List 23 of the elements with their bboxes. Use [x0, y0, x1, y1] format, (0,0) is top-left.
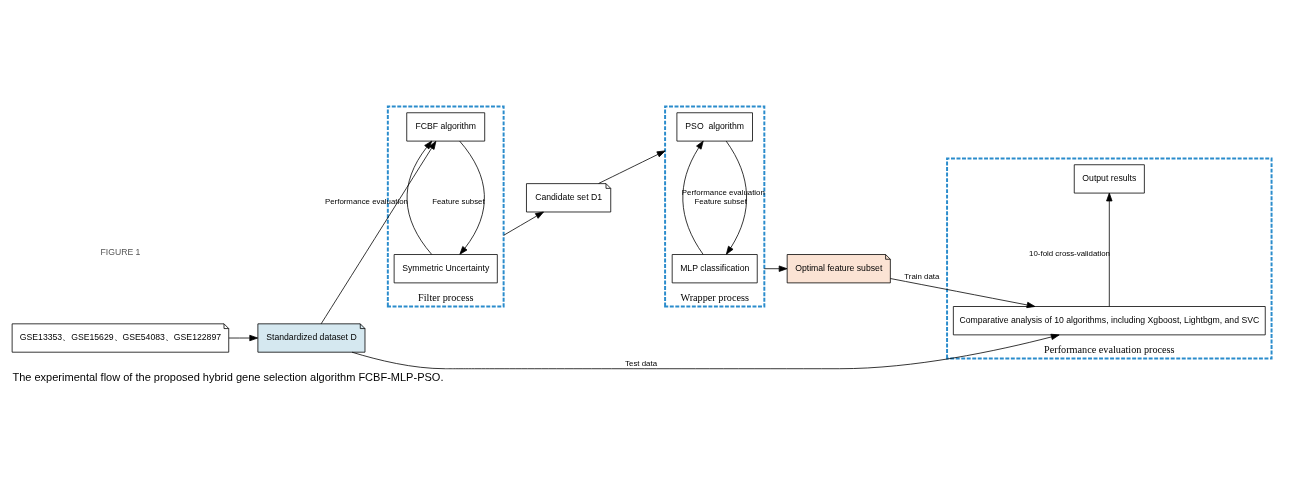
arrow — [682, 140, 704, 255]
arrow — [503, 211, 544, 236]
arrow — [725, 140, 747, 255]
label: FIGURE 1 — [100, 246, 141, 257]
node-box: FCBF algorithm — [406, 111, 486, 141]
caption: The experimental flow of the proposed hybrid gene selection algorithm FCBF-MLP-PSO. — [12, 370, 444, 383]
node-box: Symmetric Uncertainty — [393, 253, 498, 283]
node-box: PSO algorithm — [676, 111, 753, 141]
node-box: MLP classification — [671, 253, 758, 283]
arrow — [1106, 192, 1113, 307]
edge-label: Feature subset — [432, 196, 485, 206]
node-box: Output results — [1073, 163, 1145, 193]
arrow — [406, 140, 433, 255]
arrow — [598, 150, 666, 184]
arrow — [351, 333, 1060, 369]
arrow — [763, 265, 788, 272]
arrow — [228, 334, 259, 341]
edge-label: Train data — [904, 271, 940, 281]
arrow — [320, 140, 437, 324]
edge-label: Test data — [625, 358, 658, 368]
arrow — [890, 277, 1036, 308]
arrow — [459, 140, 485, 255]
node-box: Comparative analysis of 10 algorithms, including Xgboost, Lightbgm, and SVC — [952, 305, 1266, 335]
